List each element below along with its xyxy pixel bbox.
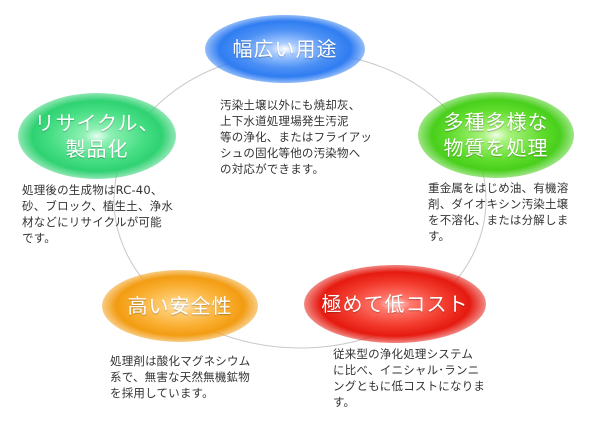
node-recycle-description: 処理後の生成物はRC-40、 砂、ブロック、植生土、浄水 材などにリサイクルが可… bbox=[22, 183, 174, 245]
node-safety-title: 高い安全性 bbox=[127, 294, 233, 318]
node-low-cost-title: 極めて低コスト bbox=[321, 292, 469, 316]
node-various-treatment-description: 重金属をはじめ油、有機溶 剤、ダイオキシン汚染土壌 を不溶化、または分解しま す… bbox=[428, 181, 569, 243]
node-recycle: リサイクル、 製品化 bbox=[18, 93, 176, 179]
node-various-treatment-title: 多種多様な 物質を処理 bbox=[443, 110, 549, 160]
node-safety: 高い安全性 bbox=[102, 270, 258, 342]
node-wide-use-title: 幅広い用途 bbox=[232, 37, 338, 61]
node-safety-description: 処理剤は酸化マグネシウム 系で、無害な天然無機鉱物 を採用しています。 bbox=[110, 354, 251, 400]
node-low-cost: 極めて低コスト bbox=[304, 265, 486, 343]
node-low-cost-description: 従来型の浄化処理システム に比べ、イニシャル･ランニ ングともに低コストになりま… bbox=[333, 347, 486, 409]
node-various-treatment: 多種多様な 物質を処理 bbox=[418, 92, 574, 178]
node-recycle-title: リサイクル、 製品化 bbox=[34, 111, 160, 161]
node-wide-use: 幅広い用途 bbox=[205, 15, 365, 83]
node-wide-use-description: 汚染土壌以外にも焼却灰、 上下水道処理場発生汚泥 等の浄化、またはフライアッ シ… bbox=[220, 98, 373, 176]
